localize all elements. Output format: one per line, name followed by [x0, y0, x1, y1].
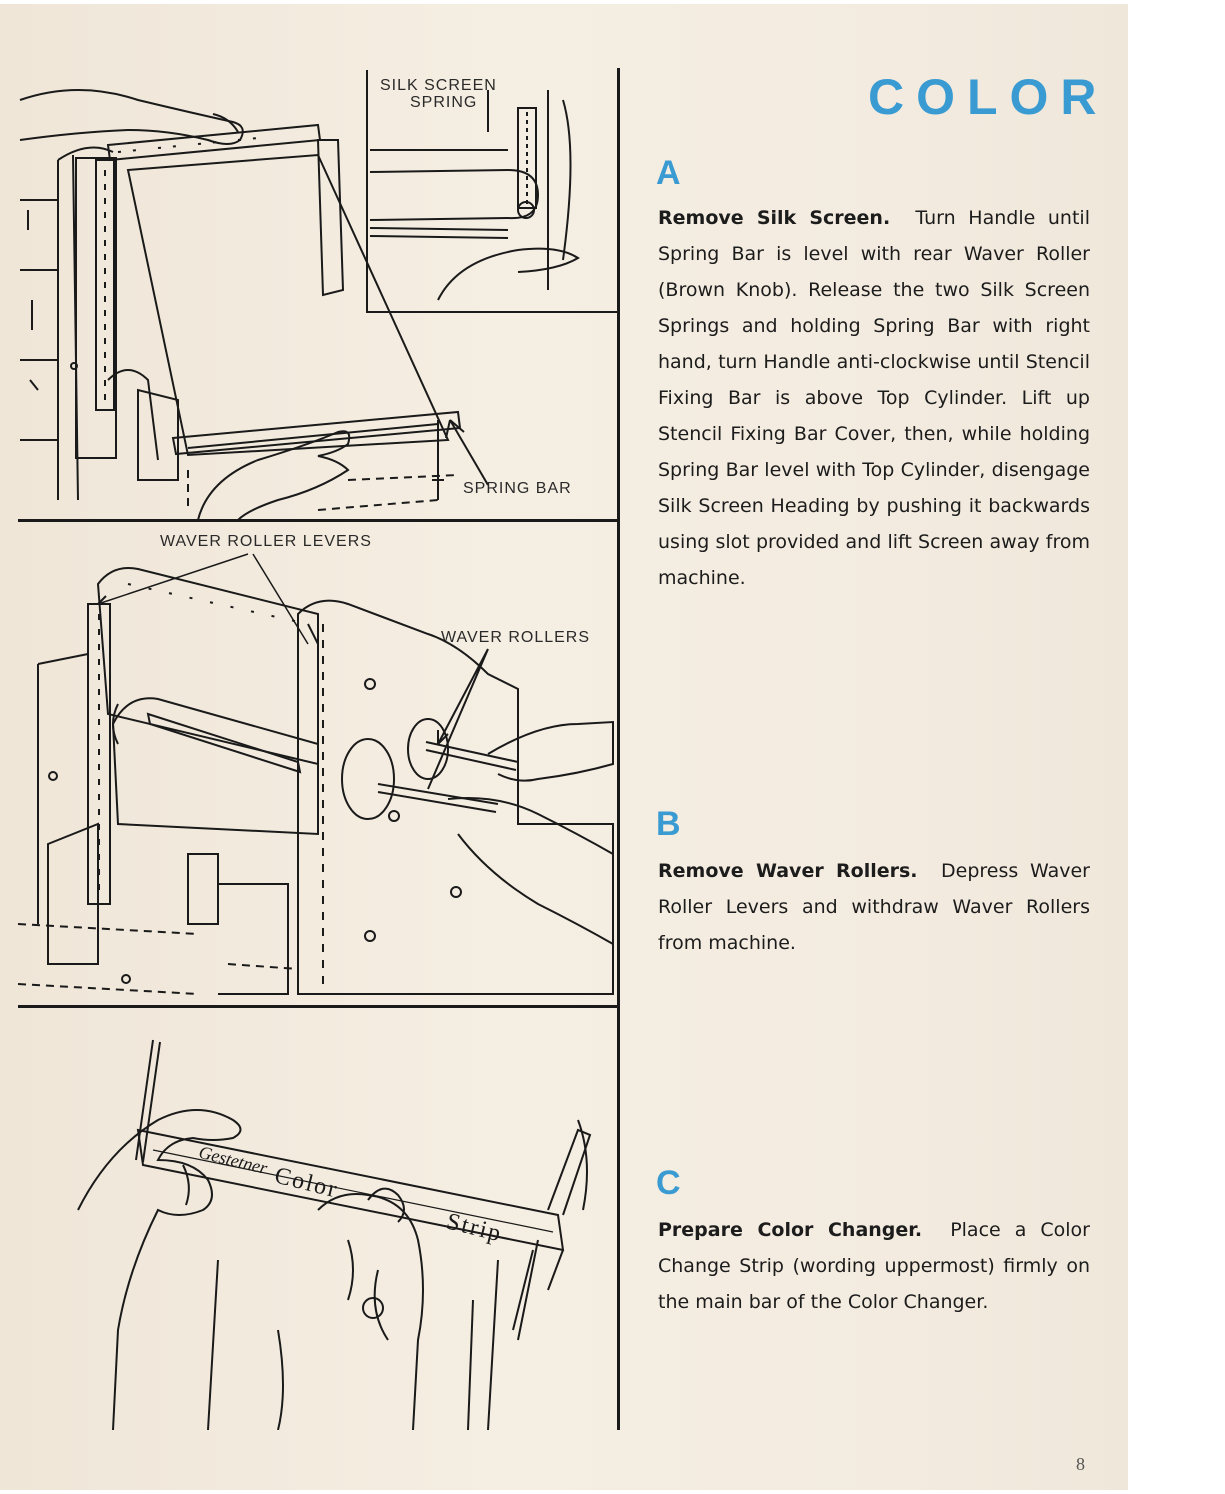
column-divider — [617, 68, 620, 1430]
section-letter-a: A — [656, 154, 681, 192]
section-c-heading: Prepare Color Changer. — [658, 1219, 923, 1241]
page-number: 8 — [1076, 1454, 1085, 1474]
section-b-body: Depress Waver Roller Levers and withdraw… — [658, 860, 1090, 954]
inset-frame-left — [366, 70, 368, 312]
section-c-text: Prepare Color Changer. Place a Color Cha… — [658, 1212, 1090, 1320]
section-b-heading: Remove Waver Rollers. — [658, 860, 918, 882]
illustration-remove-silk-screen — [18, 60, 618, 520]
label-spring: SPRING — [410, 94, 478, 111]
section-letter-b: B — [656, 805, 681, 843]
section-a-heading: Remove Silk Screen. — [658, 207, 891, 229]
section-a-body: Turn Handle until Spring Bar is level wi… — [658, 207, 1090, 589]
page-title: COLOR — [868, 69, 1109, 125]
section-b-text: Remove Waver Rollers. Depress Waver Roll… — [658, 853, 1090, 961]
section-c-body: Place a Color Change Strip (wording uppe… — [658, 1219, 1090, 1313]
label-silk-screen: SILK SCREEN — [380, 77, 497, 94]
divider-a-b — [18, 519, 618, 522]
margin-strip — [1128, 0, 1225, 1494]
section-letter-c: C — [656, 1164, 681, 1202]
illustration-prepare-color-changer: Gestetner Color Strip — [18, 1010, 618, 1430]
label-spring-bar: SPRING BAR — [463, 480, 572, 497]
illustration-remove-waver-rollers — [18, 524, 618, 1006]
divider-b-c — [18, 1005, 618, 1008]
label-waver-rollers: WAVER ROLLERS — [441, 629, 591, 646]
label-waver-roller-levers: WAVER ROLLER LEVERS — [160, 533, 372, 550]
section-a-text: Remove Silk Screen. Turn Handle until Sp… — [658, 200, 1090, 596]
inset-frame-bottom — [366, 311, 618, 313]
